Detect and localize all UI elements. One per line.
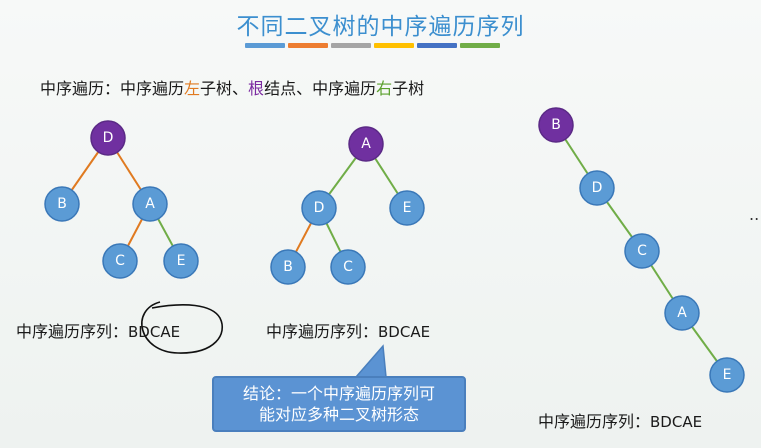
definition-right-word: 右 [376,79,393,98]
tree1-sequence: 中序遍历序列：BDCAE [16,318,180,342]
definition-part2: 子树、 [200,79,249,98]
tree1-node-a: A [132,186,168,222]
tree2-node-d: D [301,190,337,226]
sequence-highlight-circle [141,301,223,354]
tree1-node-b: B [44,186,80,222]
tree2-sequence-label: 中序遍历序列： [266,322,379,341]
tree3-node-a-label: A [677,305,687,321]
tree1-node-d: D [90,120,126,156]
tree1-node-c-label: C [115,253,125,269]
definition-suffix: 子树 [392,79,425,98]
tree3-sequence-label: 中序遍历序列： [538,412,651,431]
tree1-sequence-label: 中序遍历序列： [16,322,129,341]
tree3-node-a: A [664,295,700,331]
tree3-sequence: 中序遍历序列：BDCAE [538,408,702,432]
callout-pointer [354,344,387,378]
tree2-sequence-value: BDCAE [378,323,431,341]
slide-title: 不同二叉树的中序遍历序列 [236,14,525,40]
tree3-node-c: C [624,233,660,269]
tree2-sequence: 中序遍历序列：BDCAE [266,318,430,342]
title-bar-darkblue [417,43,457,48]
tree3-node-b: B [538,107,574,143]
tree2-node-e-label: E [403,200,412,216]
tree1-sequence-value: BDCAE [128,323,181,341]
tree1-node-a-label: A [145,196,155,212]
tree2-node-d-label: D [314,200,325,216]
tree2-node-b-label: B [283,259,293,275]
tree3-node-c-label: C [637,243,647,259]
tree1-node-e: E [163,243,199,279]
definition-part3: 结点、中序遍历 [264,79,377,98]
conclusion-callout: 结论：一个中序遍历序列可 能对应多种二叉树形态 [212,376,466,432]
tree1-node-e-label: E [177,253,186,269]
conclusion-line-1: 结论：一个中序遍历序列可 [242,384,435,403]
tree2-node-c-label: C [343,259,353,275]
definition-root-word: 根 [248,79,265,98]
definition-prefix: 中序遍历：中序遍历 [40,79,185,98]
conclusion-line-2: 能对应多种二叉树形态 [258,405,419,424]
tree3-node-d: D [579,170,615,206]
tree3-node-e: E [709,357,745,393]
tree3-node-d-label: D [592,180,603,196]
tree2-node-a: A [348,126,384,162]
tree1-node-c: C [102,243,138,279]
tree1-node-b-label: B [57,196,67,212]
tree2-node-b: B [270,249,306,285]
tree2-node-e: E [389,190,425,226]
tree3-node-e-label: E [723,367,732,383]
title-bar-gray [331,43,371,48]
title-bar-blue [245,43,285,48]
tree2-node-c: C [330,249,366,285]
tree2-node-a-label: A [361,136,371,152]
tree3-node-b-label: B [551,117,561,133]
more-trees-ellipsis: .. [749,205,760,224]
title-bar-yellow [374,43,414,48]
inorder-definition: 中序遍历：中序遍历左子树、根结点、中序遍历右子树 [40,75,424,99]
tree3-sequence-value: BDCAE [650,413,703,431]
tree1-node-d-label: D [103,130,114,146]
title-bar-orange [288,43,328,48]
definition-left-word: 左 [184,79,201,98]
title-color-bars [245,43,500,48]
title-bar-green [460,43,500,48]
